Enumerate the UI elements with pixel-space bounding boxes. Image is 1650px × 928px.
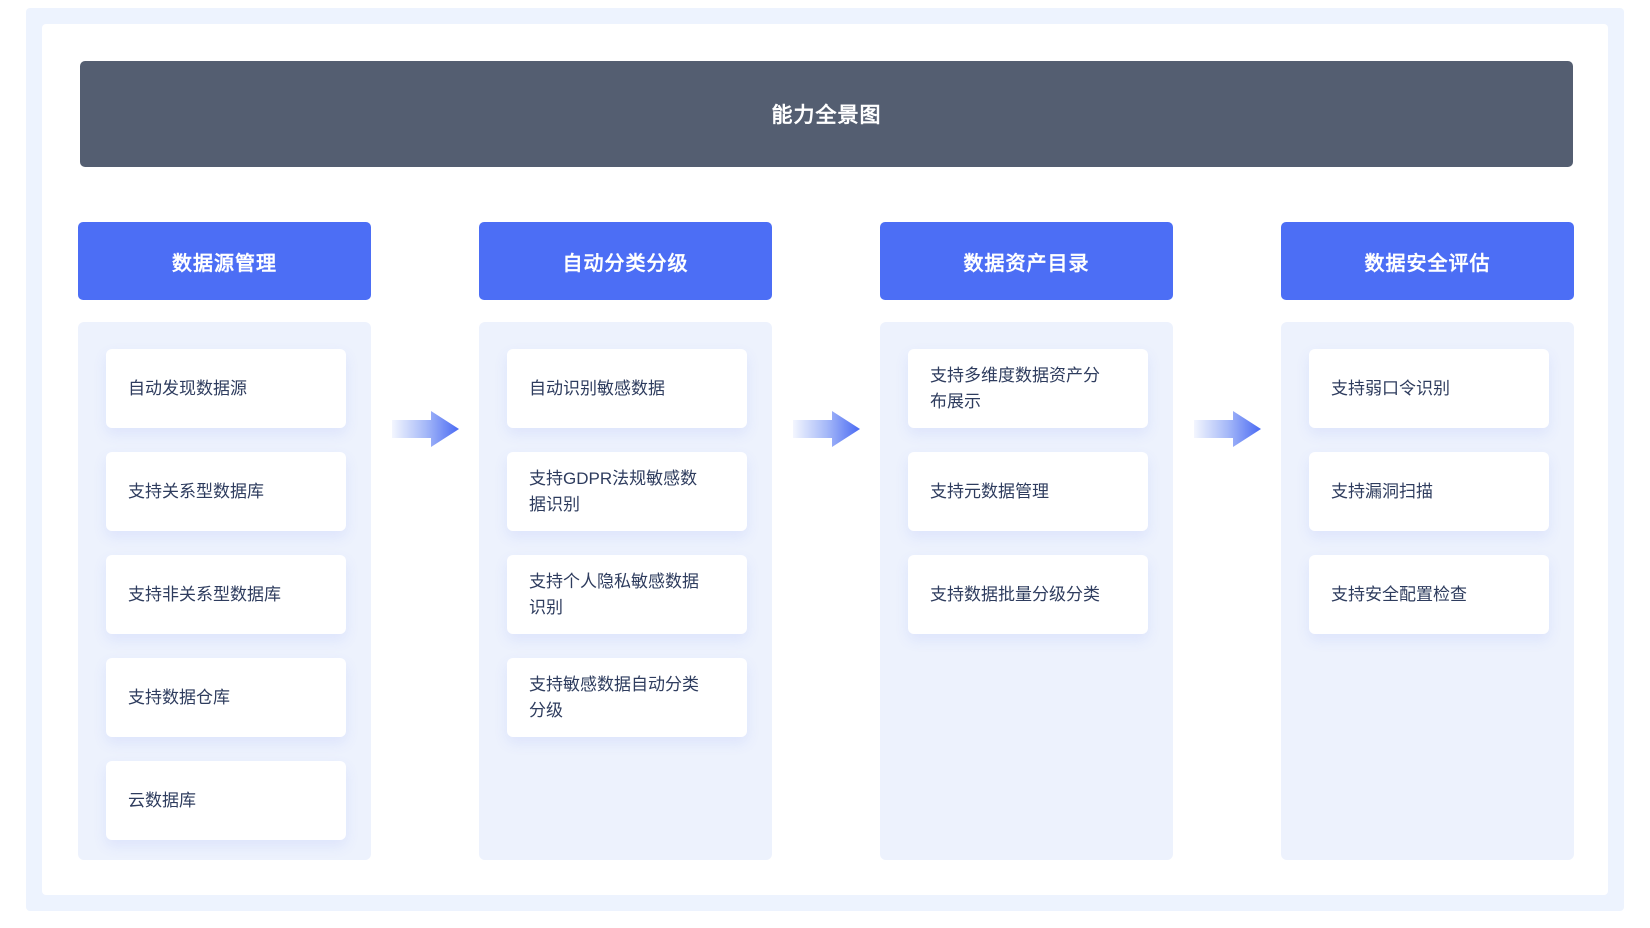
capability-card: 支持元数据管理 (908, 452, 1148, 531)
column-panel: 自动发现数据源支持关系型数据库支持非关系型数据库支持数据仓库云数据库 (78, 322, 371, 860)
right-arrow-icon (1194, 411, 1261, 447)
capability-card-label: 支持非关系型数据库 (128, 584, 281, 604)
capability-card-label: 支持数据仓库 (128, 687, 230, 707)
capability-card: 支持关系型数据库 (106, 452, 346, 531)
capability-card: 支持个人隐私敏感数据识别 (507, 555, 747, 634)
capability-card: 支持安全配置检查 (1309, 555, 1549, 634)
capability-card-label: 支持多维度数据资产分布展示 (930, 365, 1100, 411)
column-header: 数据源管理 (78, 222, 371, 300)
capability-card-label: 支持元数据管理 (930, 481, 1049, 501)
right-arrow-icon (793, 411, 860, 447)
capability-column-1: 数据源管理 自动发现数据源支持关系型数据库支持非关系型数据库支持数据仓库云数据库 (78, 222, 371, 860)
capability-column-3: 数据资产目录 支持多维度数据资产分布展示支持元数据管理支持数据批量分级分类 (880, 222, 1173, 860)
capability-card-label: 支持数据批量分级分类 (930, 584, 1100, 604)
capability-card: 云数据库 (106, 761, 346, 840)
column-header: 自动分类分级 (479, 222, 772, 300)
capability-card-label: 自动发现数据源 (128, 378, 247, 398)
capability-card-label: 支持关系型数据库 (128, 481, 264, 501)
column-header: 数据安全评估 (1281, 222, 1574, 300)
right-arrow-icon (392, 411, 459, 447)
capability-card: 自动发现数据源 (106, 349, 346, 428)
capability-card-label: 支持GDPR法规敏感数据识别 (529, 468, 698, 514)
capability-column-2: 自动分类分级 自动识别敏感数据支持GDPR法规敏感数据识别支持个人隐私敏感数据识… (479, 222, 772, 860)
column-panel: 支持弱口令识别支持漏洞扫描支持安全配置检查 (1281, 322, 1574, 860)
capability-card-label: 云数据库 (128, 790, 196, 810)
capability-card-label: 支持安全配置检查 (1331, 584, 1467, 604)
capability-card: 支持漏洞扫描 (1309, 452, 1549, 531)
capability-card-label: 支持敏感数据自动分类分级 (529, 674, 699, 720)
capability-card-label: 自动识别敏感数据 (529, 378, 665, 398)
capability-card: 支持弱口令识别 (1309, 349, 1549, 428)
column-panel: 自动识别敏感数据支持GDPR法规敏感数据识别支持个人隐私敏感数据识别支持敏感数据… (479, 322, 772, 860)
capability-card: 支持数据批量分级分类 (908, 555, 1148, 634)
capability-card-label: 支持漏洞扫描 (1331, 481, 1433, 501)
capability-card-label: 支持个人隐私敏感数据识别 (529, 571, 699, 617)
capability-card: 支持多维度数据资产分布展示 (908, 349, 1148, 428)
capability-card: 支持GDPR法规敏感数据识别 (507, 452, 747, 531)
capability-card: 支持数据仓库 (106, 658, 346, 737)
column-panel: 支持多维度数据资产分布展示支持元数据管理支持数据批量分级分类 (880, 322, 1173, 860)
capability-card: 支持敏感数据自动分类分级 (507, 658, 747, 737)
capability-card: 支持非关系型数据库 (106, 555, 346, 634)
capability-card-label: 支持弱口令识别 (1331, 378, 1450, 398)
banner-title: 能力全景图 (80, 61, 1573, 167)
column-header: 数据资产目录 (880, 222, 1173, 300)
capability-column-4: 数据安全评估 支持弱口令识别支持漏洞扫描支持安全配置检查 (1281, 222, 1574, 860)
capability-card: 自动识别敏感数据 (507, 349, 747, 428)
